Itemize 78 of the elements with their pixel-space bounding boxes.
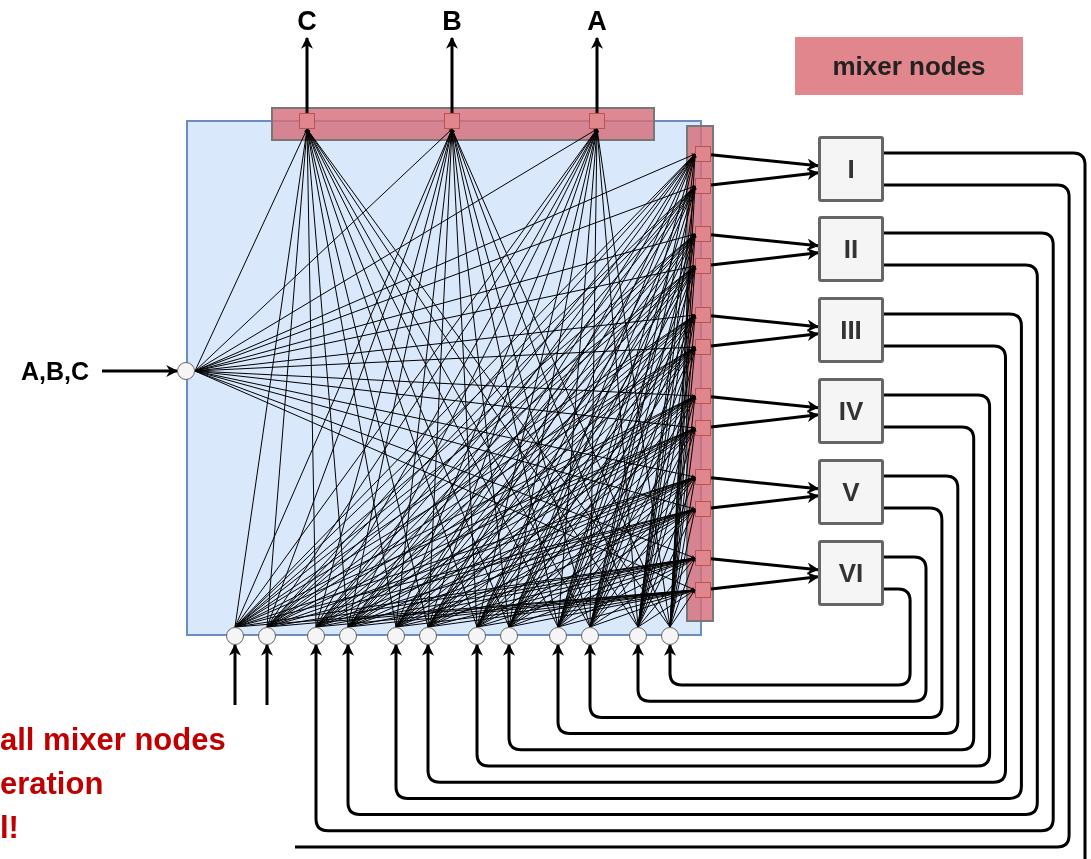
mixer-bar bbox=[271, 107, 655, 141]
process-box: IV bbox=[818, 378, 884, 444]
mixer-node bbox=[695, 388, 711, 404]
arrow bbox=[471, 393, 992, 768]
connector-line bbox=[637, 589, 696, 628]
arrow bbox=[710, 233, 820, 251]
connector-line bbox=[557, 508, 696, 628]
connector-line bbox=[476, 128, 599, 628]
connector-line bbox=[669, 557, 696, 628]
arrow bbox=[710, 395, 820, 413]
mixer-node bbox=[695, 307, 711, 323]
arrow bbox=[261, 643, 273, 705]
arrow bbox=[710, 410, 820, 429]
mixer-node bbox=[695, 469, 711, 485]
arrow bbox=[301, 36, 313, 113]
mixer-node bbox=[444, 113, 460, 129]
mixer-node bbox=[695, 226, 711, 242]
input-node bbox=[177, 362, 195, 380]
connector-line bbox=[637, 557, 696, 628]
process-box: I bbox=[818, 136, 884, 202]
output-label: A bbox=[580, 4, 614, 38]
mixer-node bbox=[695, 501, 711, 517]
mixer-node bbox=[695, 582, 711, 598]
legend-key: mixer nodes bbox=[795, 37, 1023, 95]
arrow bbox=[584, 506, 944, 719]
arrow bbox=[664, 587, 912, 687]
arrow bbox=[390, 312, 1023, 800]
arrow bbox=[710, 168, 820, 187]
arrow bbox=[102, 365, 179, 377]
arrow bbox=[552, 474, 960, 736]
connector-line bbox=[194, 128, 598, 372]
arrow bbox=[710, 153, 820, 171]
output-label: B bbox=[435, 4, 469, 38]
connector-line bbox=[589, 128, 599, 628]
arrow bbox=[632, 555, 928, 703]
arrow bbox=[503, 425, 976, 752]
arrow bbox=[229, 643, 241, 705]
connector-line bbox=[589, 589, 696, 628]
mixer-node bbox=[589, 113, 605, 129]
mixer-node bbox=[695, 550, 711, 566]
arrow bbox=[710, 314, 820, 332]
note-text: all mixer nodes bbox=[0, 722, 226, 758]
connector-line bbox=[637, 476, 696, 628]
arrow bbox=[591, 36, 603, 113]
arrow bbox=[422, 344, 1007, 784]
mixer-node bbox=[695, 420, 711, 436]
process-box: VI bbox=[818, 540, 884, 606]
connector-line bbox=[315, 128, 453, 628]
mixer-node bbox=[299, 113, 315, 129]
process-box: II bbox=[818, 216, 884, 282]
arrow bbox=[710, 572, 820, 591]
connector-line bbox=[194, 128, 308, 372]
connector-line bbox=[637, 508, 696, 628]
arrow bbox=[710, 491, 820, 510]
connector-line bbox=[427, 128, 598, 628]
mixer-node bbox=[695, 178, 711, 194]
arrow bbox=[710, 476, 820, 494]
mixer-node bbox=[695, 339, 711, 355]
process-box: III bbox=[818, 297, 884, 363]
connector-line bbox=[589, 557, 696, 628]
connector-line bbox=[669, 589, 696, 628]
mixer-node bbox=[695, 258, 711, 274]
arrow bbox=[710, 557, 820, 575]
connector-line bbox=[194, 128, 453, 372]
connector-line bbox=[450, 128, 559, 628]
note-text: eration bbox=[0, 766, 104, 802]
arrow bbox=[710, 329, 820, 348]
note-text: l! bbox=[0, 810, 19, 846]
input-label: A,B,C bbox=[8, 354, 102, 388]
connector-line bbox=[595, 128, 671, 628]
connector-line bbox=[451, 128, 591, 628]
arrow bbox=[446, 36, 458, 113]
connector-line bbox=[305, 128, 429, 628]
arrow bbox=[710, 248, 820, 267]
mixer-node bbox=[695, 146, 711, 162]
process-box: V bbox=[818, 459, 884, 525]
output-label: C bbox=[290, 4, 324, 38]
connector-line bbox=[589, 476, 696, 628]
